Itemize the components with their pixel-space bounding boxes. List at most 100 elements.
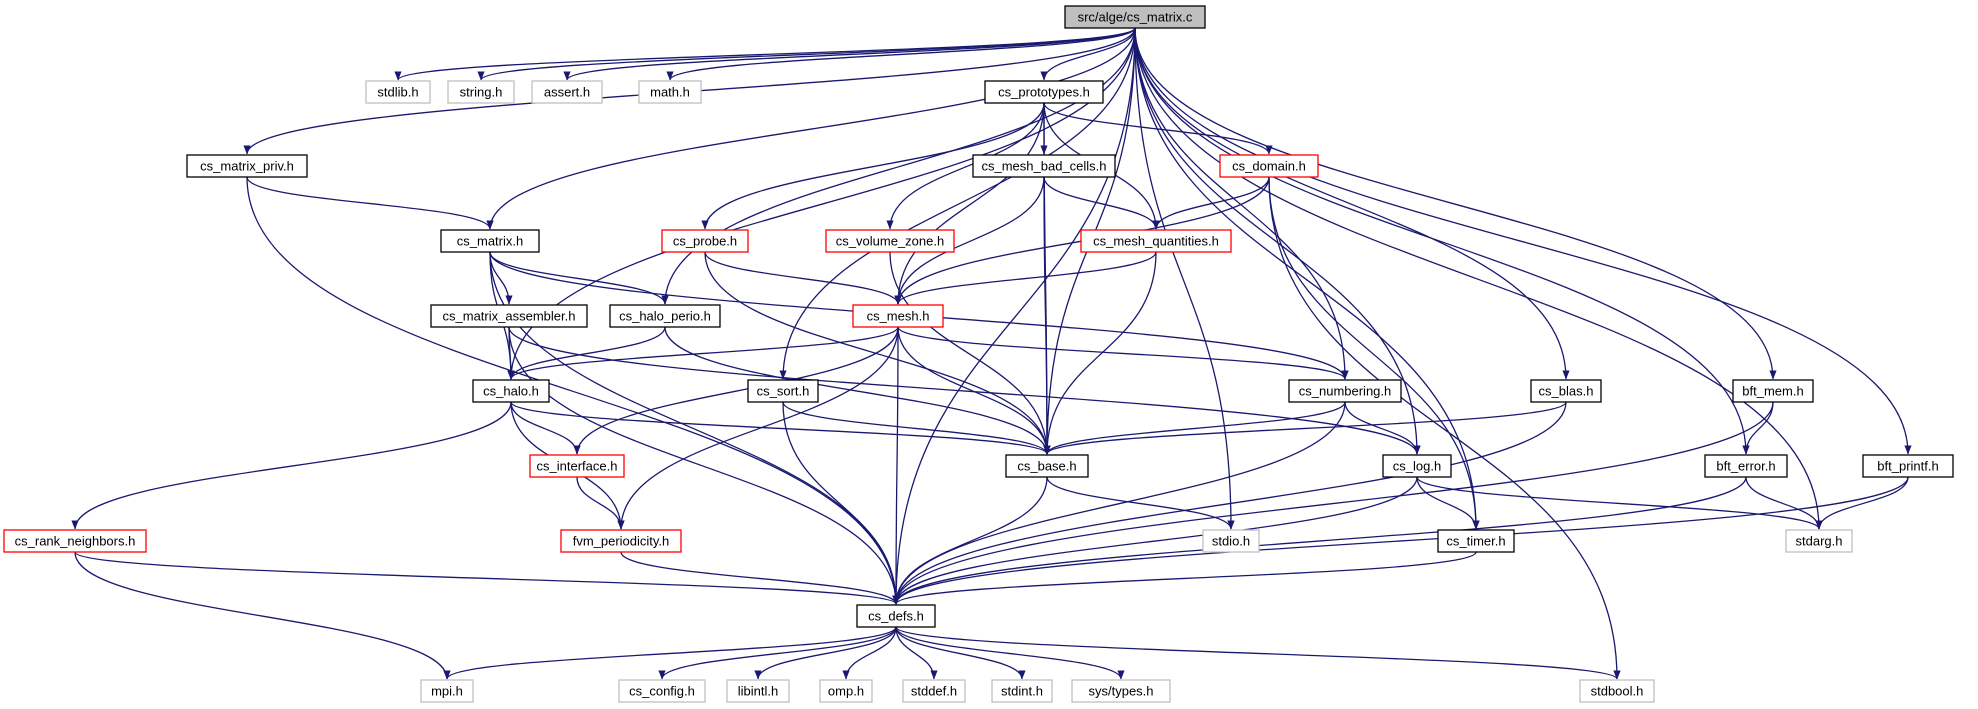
edge-fvm_periodicity-to-cs_defs <box>620 551 900 605</box>
edge-cs_base-to-stdio <box>1046 476 1235 530</box>
edge-root-to-cs_defs <box>892 27 1136 605</box>
edge-cs_halo-to-cs_base <box>510 401 1051 455</box>
node-cs-rank-neighbors[interactable]: cs_rank_neighbors.h <box>3 529 147 553</box>
node-cs-config: cs_config.h <box>618 679 706 703</box>
node-omp: omp.h <box>819 679 873 703</box>
edge-cs_mesh-to-cs_halo <box>507 326 899 380</box>
edge-cs_probe-to-cs_mesh <box>704 251 902 305</box>
node-cs-sort[interactable]: cs_sort.h <box>747 379 819 403</box>
node-label: cs_halo_perio.h <box>619 309 711 324</box>
edge-cs_mesh_bad_cells-to-cs_mesh <box>894 176 1045 305</box>
edge-root-to-cs_log <box>1134 27 1421 455</box>
edge-cs_rank_neighbors-to-cs_defs <box>74 551 900 605</box>
node-cs-volume-zone[interactable]: cs_volume_zone.h <box>825 229 955 253</box>
node-cs-defs[interactable]: cs_defs.h <box>856 604 936 628</box>
node-label: stdint.h <box>1001 684 1043 699</box>
node-bft-printf[interactable]: bft_printf.h <box>1862 454 1954 478</box>
node-math: math.h <box>638 80 702 104</box>
edge-cs_defs-to-omp <box>842 626 897 680</box>
edge-cs_base-to-cs_defs <box>892 476 1048 605</box>
node-root[interactable]: src/alge/cs_matrix.c <box>1064 5 1206 29</box>
edge-cs_domain-to-cs_mesh_quantities <box>1152 176 1270 230</box>
edge-root-to-cs_numbering <box>1134 27 1349 380</box>
edge-cs_sort-to-cs_defs <box>782 401 900 605</box>
node-stddef: stddef.h <box>902 679 966 703</box>
node-label: stdlib.h <box>377 85 418 100</box>
node-label: stdio.h <box>1212 534 1250 549</box>
node-cs-matrix-priv[interactable]: cs_matrix_priv.h <box>186 154 308 178</box>
edge-cs_log-to-stdarg <box>1416 476 1823 530</box>
node-label: cs_domain.h <box>1232 159 1306 174</box>
node-label: cs_sort.h <box>757 384 810 399</box>
edge-bft_error-to-cs_defs <box>892 476 1747 605</box>
node-cs-interface[interactable]: cs_interface.h <box>529 454 625 478</box>
node-bft-mem[interactable]: bft_mem.h <box>1732 379 1814 403</box>
edge-bft_mem-to-cs_defs <box>892 401 1774 605</box>
node-label: math.h <box>650 85 690 100</box>
edge-cs_matrix_priv-to-cs_matrix <box>246 176 494 230</box>
edge-cs_domain-to-stdbool <box>1268 176 1621 680</box>
node-cs-halo-perio[interactable]: cs_halo_perio.h <box>609 304 721 328</box>
node-label: cs_numbering.h <box>1299 384 1392 399</box>
node-label: cs_probe.h <box>673 234 737 249</box>
node-label: stdbool.h <box>1591 684 1644 699</box>
edge-cs_defs-to-stddef <box>895 626 938 680</box>
node-cs-blas[interactable]: cs_blas.h <box>1530 379 1602 403</box>
edge-cs_sort-to-cs_base <box>782 401 1051 455</box>
node-label: bft_printf.h <box>1877 459 1938 474</box>
node-label: cs_matrix_priv.h <box>200 159 294 174</box>
node-cs-probe[interactable]: cs_probe.h <box>661 229 749 253</box>
node-assert: assert.h <box>531 80 603 104</box>
edges <box>71 27 1912 680</box>
edge-bft_printf-to-cs_defs <box>892 476 1909 605</box>
edge-root-to-cs_halo_perio <box>661 27 1136 305</box>
node-stdarg: stdarg.h <box>1785 529 1853 553</box>
edge-cs_defs-to-mpi <box>443 626 897 680</box>
edge-cs_prototypes-to-cs_probe <box>701 102 1045 230</box>
node-label: cs_matrix_assembler.h <box>443 309 576 324</box>
node-cs-numbering[interactable]: cs_numbering.h <box>1288 379 1402 403</box>
node-cs-base[interactable]: cs_base.h <box>1005 454 1089 478</box>
node-label: cs_mesh_bad_cells.h <box>981 159 1106 174</box>
node-label: string.h <box>460 85 503 100</box>
edge-cs_numbering-to-cs_defs <box>892 401 1346 605</box>
node-cs-matrix[interactable]: cs_matrix.h <box>440 229 540 253</box>
node-label: assert.h <box>544 85 590 100</box>
edge-root-to-assert <box>563 27 1136 81</box>
node-label: cs_halo.h <box>483 384 539 399</box>
node-bft-error[interactable]: bft_error.h <box>1704 454 1788 478</box>
node-label: cs_config.h <box>629 684 695 699</box>
edge-cs_defs-to-libintl <box>754 626 897 680</box>
node-label: cs_interface.h <box>537 459 618 474</box>
edge-root-to-string <box>477 27 1136 81</box>
node-cs-halo[interactable]: cs_halo.h <box>472 379 550 403</box>
node-cs-mesh-bad-cells[interactable]: cs_mesh_bad_cells.h <box>972 154 1116 178</box>
edge-cs_halo_perio-to-cs_halo <box>507 326 666 380</box>
node-cs-log[interactable]: cs_log.h <box>1382 454 1452 478</box>
edge-cs_mesh_bad_cells-to-cs_mesh_quantities <box>1043 176 1160 230</box>
edge-cs_numbering-to-cs_log <box>1344 401 1421 455</box>
node-libintl: libintl.h <box>726 679 790 703</box>
node-label: cs_base.h <box>1017 459 1076 474</box>
edge-root-to-cs_timer <box>1134 27 1480 530</box>
node-fvm-periodicity[interactable]: fvm_periodicity.h <box>560 529 682 553</box>
node-cs-mesh[interactable]: cs_mesh.h <box>852 304 944 328</box>
node-cs-mesh-quantities[interactable]: cs_mesh_quantities.h <box>1080 229 1232 253</box>
edge-cs_defs-to-stdint <box>895 626 1026 680</box>
edge-cs_mesh_quantities-to-cs_mesh <box>894 251 1157 305</box>
node-label: sys/types.h <box>1088 684 1153 699</box>
edge-root-to-cs_matrix <box>486 27 1136 230</box>
node-label: mpi.h <box>431 684 463 699</box>
edge-root-to-stdarg <box>1134 27 1823 530</box>
node-stdint: stdint.h <box>991 679 1053 703</box>
node-label: stdarg.h <box>1796 534 1843 549</box>
node-cs-domain[interactable]: cs_domain.h <box>1219 154 1319 178</box>
edge-cs_prototypes-to-cs_domain <box>1043 102 1273 155</box>
node-cs-matrix-assembler[interactable]: cs_matrix_assembler.h <box>430 304 588 328</box>
node-cs-timer[interactable]: cs_timer.h <box>1437 529 1515 553</box>
node-cs-prototypes[interactable]: cs_prototypes.h <box>984 80 1104 104</box>
edge-root-to-stdio <box>1134 27 1235 530</box>
edge-cs_defs-to-cs_config <box>658 626 897 680</box>
node-label: cs_volume_zone.h <box>836 234 944 249</box>
